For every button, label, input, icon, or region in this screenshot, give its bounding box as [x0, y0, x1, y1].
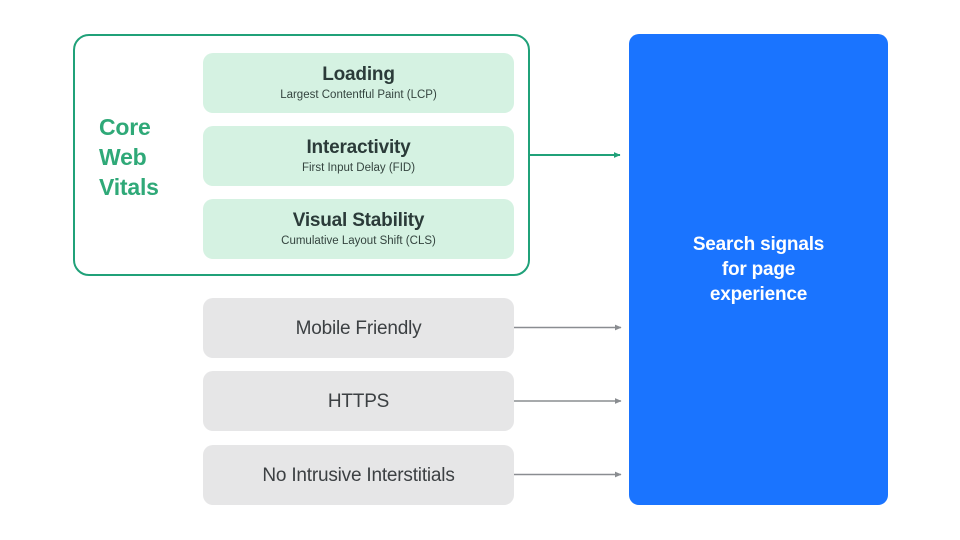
metric-subtitle: Largest Contentful Paint (LCP): [280, 89, 437, 101]
metric-subtitle: First Input Delay (FID): [301, 162, 416, 174]
signal-label: Mobile Friendly: [295, 317, 422, 339]
signal-box-mobile-friendly: Mobile Friendly: [203, 298, 514, 358]
search-signals-panel: Search signals for page experience: [629, 34, 888, 505]
metric-card-interactivity: Interactivity First Input Delay (FID): [203, 126, 514, 186]
signal-box-https: HTTPS: [203, 371, 514, 431]
signal-label: No Intrusive Interstitials: [262, 464, 455, 486]
metric-card-loading: Loading Largest Contentful Paint (LCP): [203, 53, 514, 113]
metric-title: Visual Stability: [292, 210, 425, 231]
signal-box-no-intrusive-interstitials: No Intrusive Interstitials: [203, 445, 514, 505]
search-signals-label: Search signals for page experience: [692, 234, 825, 305]
core-web-vitals-label: Core Web Vitals: [99, 114, 159, 200]
metric-subtitle: Cumulative Layout Shift (CLS): [281, 235, 436, 247]
metric-title: Interactivity: [306, 137, 411, 158]
metric-title: Loading: [322, 64, 395, 85]
metric-card-visual-stability: Visual Stability Cumulative Layout Shift…: [203, 199, 514, 259]
signal-label: HTTPS: [327, 390, 390, 412]
